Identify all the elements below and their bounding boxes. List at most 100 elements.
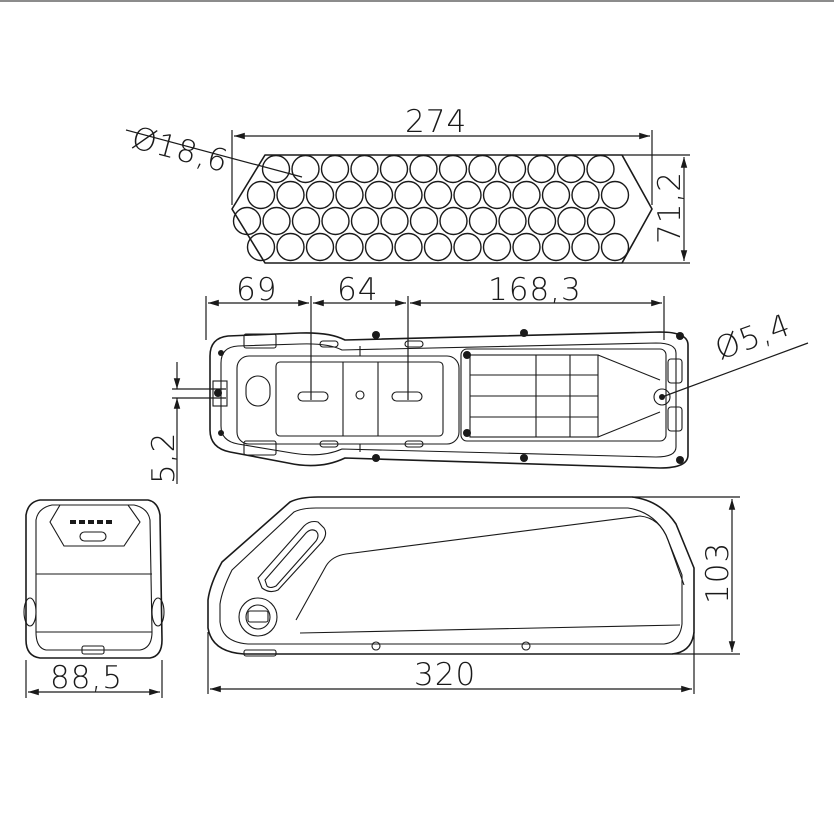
battery-cell [439,206,468,236]
clip-bottom [243,440,277,456]
battery-cell [512,180,541,210]
led-indicator [97,520,103,524]
battery-cell [291,154,320,184]
small-slot [319,440,339,448]
cell-pack-outline [231,154,653,264]
small-slot [404,340,424,348]
screw-dot [372,331,380,339]
battery-cell [438,154,468,184]
battery-cell [291,206,321,236]
screw-dot [372,454,380,462]
battery-cell [335,180,364,210]
battery-cell [498,206,527,236]
connector-tray [236,355,460,445]
slot [391,391,423,402]
battery-cell [423,232,453,262]
bms-slant [597,411,661,438]
bottom-clip [243,649,277,657]
screw-dot [520,454,528,462]
battery-cell [409,154,438,184]
charge-port-keyway [247,610,269,623]
battery-cell [261,154,291,184]
bms-slant [597,354,661,381]
cell-diameter-label: Ø18,6 [128,120,232,180]
battery-cell [320,154,350,184]
bms-grid [469,354,661,438]
battery-cell [335,232,364,262]
end-view-inner [35,504,153,651]
mount-hole-icon [653,388,671,406]
battery-cell [482,232,512,262]
segment-2-label: 64 [337,272,378,308]
bms-board [460,348,667,442]
side-lug [23,597,37,627]
battery-cell [527,154,556,184]
battery-cell [482,180,512,210]
top-view-outline [209,331,689,469]
battery-cell [232,206,262,236]
hole-diameter-label: Ø5,4 [710,307,795,367]
battery-cell [600,232,630,262]
power-button[interactable] [79,531,107,542]
led-indicator [70,520,76,524]
battery-cell [305,180,335,210]
battery-cell [364,180,394,210]
shell-seam [295,515,685,621]
cell-pack-view: Ø18,6 274 71,2 [125,104,690,264]
lower-seam [299,624,681,634]
center-screw-icon [355,390,365,400]
handle-recess-inner [264,529,319,589]
side-view-inner-line [219,507,683,645]
charge-port-icon [238,597,278,637]
side-view: 103 320 [207,496,740,694]
end-view: 88,5 [23,499,165,698]
battery-cell [276,232,305,262]
battery-cell [350,206,380,236]
segment-3-label: 168,3 [488,272,582,308]
offset-label: 5,2 [146,432,182,484]
rear-clip [667,406,683,432]
top-cap [49,504,141,547]
screw-dot [463,429,471,437]
battery-cell [556,154,586,184]
battery-cell [571,180,600,210]
hole-diameter-leader [661,342,809,398]
battery-cell [276,180,305,210]
battery-cell [600,180,630,210]
battery-cell [305,232,335,262]
battery-cell [468,206,498,236]
battery-cell [379,154,409,184]
terminal-plate [275,361,444,437]
battery-cell [409,206,439,236]
battery-cell [380,206,409,236]
top-view: 69 64 168,3 [146,272,809,484]
top-view-inner-rim [220,342,677,458]
pack-length-label: 274 [405,104,467,140]
battery-cell [262,206,291,236]
battery-cell [557,206,586,236]
mount-hole [371,641,381,651]
battery-cell [364,232,394,262]
led-indicator [88,520,94,524]
case-height-label: 103 [700,542,736,604]
slot [297,391,329,402]
screw-dot [218,430,224,436]
screw-dot [463,351,471,359]
case-width-label: 88,5 [50,660,123,696]
screw-dot [676,456,684,464]
bottom-connector [81,645,105,655]
cell-grid [232,154,630,262]
segment-1-label: 69 [236,272,277,308]
battery-cell [586,206,616,236]
side-lug [151,597,165,627]
battery-cell [527,206,557,236]
pack-height-label: 71,2 [652,171,688,244]
battery-cell [541,180,571,210]
rear-clip [667,358,683,384]
end-view-outline [25,499,163,659]
battery-cell [246,232,276,262]
battery-cell [321,206,350,236]
led-indicator [106,520,112,524]
screw-dot [218,350,224,356]
